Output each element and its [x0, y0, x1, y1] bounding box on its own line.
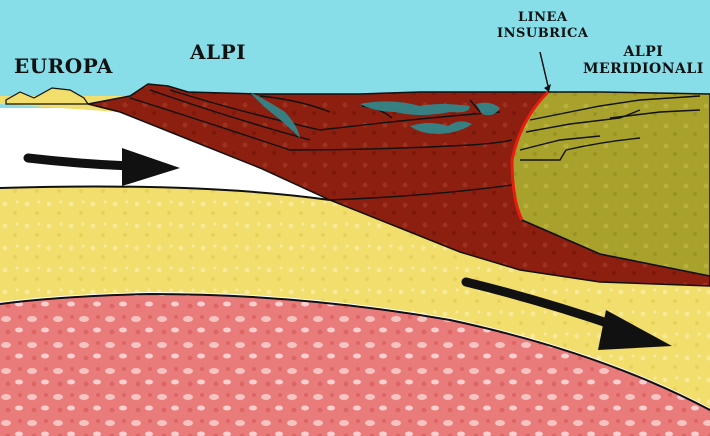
label-europa: EUROPA — [14, 54, 113, 78]
label-linea-insubrica: LINEA INSUBRICA — [497, 10, 589, 42]
label-alpi-meridionali: ALPI MERIDIONALI — [583, 44, 704, 78]
label-linea-line2: INSUBRICA — [497, 26, 589, 42]
label-meridionali-line2: MERIDIONALI — [583, 61, 704, 78]
label-alpi: ALPI — [190, 40, 246, 64]
arrow-right-icon — [28, 148, 180, 186]
label-meridionali-line1: ALPI — [583, 44, 704, 61]
label-linea-line1: LINEA — [497, 10, 589, 26]
